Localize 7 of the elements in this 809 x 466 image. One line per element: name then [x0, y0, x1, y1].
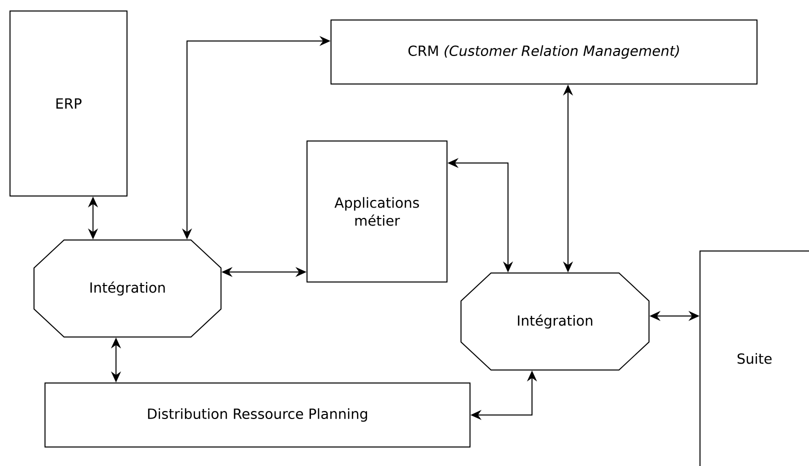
system-box: Suite: [700, 250, 809, 466]
system-box: Applications métier: [306, 140, 448, 282]
integration-octagon: Intégration: [34, 240, 222, 338]
system-box: Distribution Ressource Planning: [44, 382, 470, 448]
integration-octagon: Intégration: [460, 272, 650, 370]
system-box: CRM (Customer Relation Management): [330, 20, 758, 84]
system-box: ERP: [10, 10, 128, 196]
